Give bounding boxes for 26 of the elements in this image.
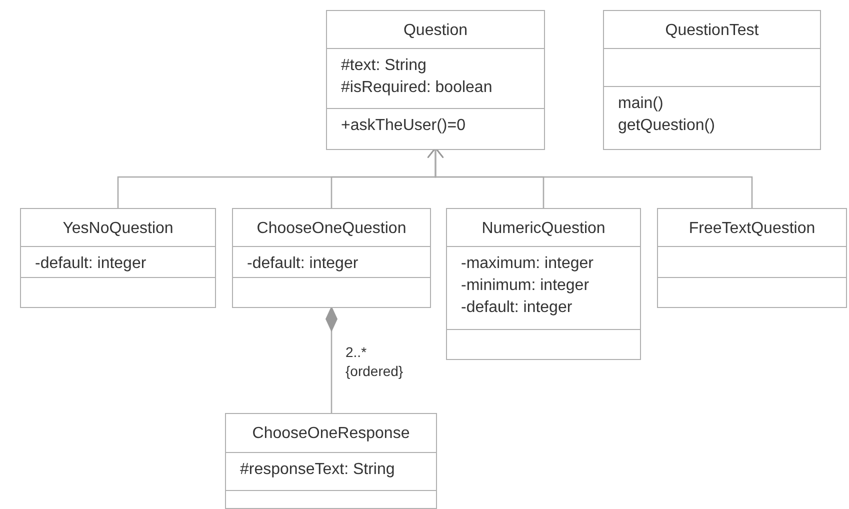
class-box <box>326 10 545 150</box>
attribute-text: -default: integer <box>461 298 572 318</box>
attribute-text: #text: String <box>341 56 426 76</box>
class-name: QuestionTest <box>665 21 759 41</box>
class-name: ChooseOneResponse <box>252 424 410 444</box>
attribute-text: -minimum: integer <box>461 276 590 296</box>
class-box <box>657 208 847 308</box>
class-name: ChooseOneQuestion <box>256 219 406 239</box>
class-box <box>20 208 216 308</box>
class-box <box>225 413 437 509</box>
class-box <box>446 208 641 360</box>
class-name: FreeTextQuestion <box>688 219 816 239</box>
method-text: main() <box>618 94 664 114</box>
method-text: getQuestion() <box>618 116 715 136</box>
attribute-text: -default: integer <box>247 254 358 274</box>
class-box <box>603 10 821 150</box>
class-name: YesNoQuestion <box>62 219 174 239</box>
class-name: NumericQuestion <box>482 219 606 239</box>
class-name: Question <box>403 21 468 41</box>
attribute-text: -default: integer <box>35 254 146 274</box>
method-text: +askTheUser()=0 <box>341 116 466 136</box>
attribute-text: #isRequired: boolean <box>341 78 492 98</box>
attribute-text: #responseText: String <box>240 460 395 480</box>
attribute-text: -maximum: integer <box>461 254 594 274</box>
composition-line <box>326 306 338 413</box>
class-box <box>232 208 431 308</box>
